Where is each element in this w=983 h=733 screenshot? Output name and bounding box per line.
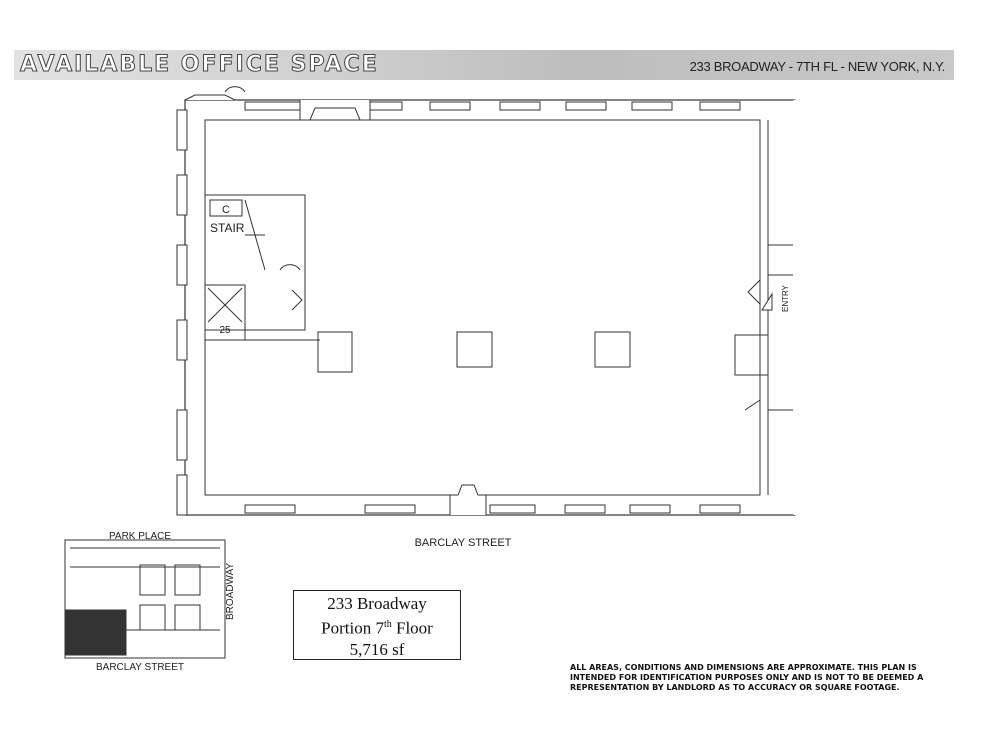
square-footage: 5,716 sf [349, 639, 405, 659]
page-title: AVAILABLE OFFICE SPACE [20, 52, 379, 78]
key-plan [64, 539, 226, 659]
entry-marker [744, 244, 793, 411]
floor-portion: Portion 7th Floor [294, 614, 460, 639]
floor-suffix: Floor [391, 618, 433, 638]
entry-label: ENTRY [781, 284, 790, 312]
floor-sup: th [383, 619, 392, 630]
elevator-number: 25 [219, 325, 231, 336]
outer-walls [184, 99, 797, 516]
key-plan-side-street: BROADWAY [225, 562, 236, 620]
floor-prefix: Portion 7 [321, 618, 384, 638]
key-plan-top-street: PARK PLACE [109, 531, 171, 542]
street-label: BARCLAY STREET [415, 537, 512, 549]
column [594, 331, 631, 368]
key-plan-bottom-street: BARCLAY STREET [96, 662, 184, 673]
elevator-icon [204, 284, 246, 341]
header-banner [14, 50, 954, 80]
stair-core [204, 194, 306, 331]
stair-letter: C [222, 204, 230, 216]
column [456, 331, 493, 368]
address-subtitle: 233 BROADWAY - 7TH FL - NEW YORK, N.Y. [689, 59, 946, 74]
window-bays [176, 86, 741, 516]
building-name: 233 Broadway [327, 594, 427, 613]
space-info-box: 233 Broadway Portion 7th Floor 5,716 sf [293, 590, 461, 660]
column [734, 334, 769, 376]
highlighted-space [65, 609, 127, 656]
column [317, 331, 353, 373]
stair-label: STAIR [210, 221, 245, 235]
disclaimer: ALL AREAS, CONDITIONS AND DIMENSIONS ARE… [570, 663, 924, 692]
